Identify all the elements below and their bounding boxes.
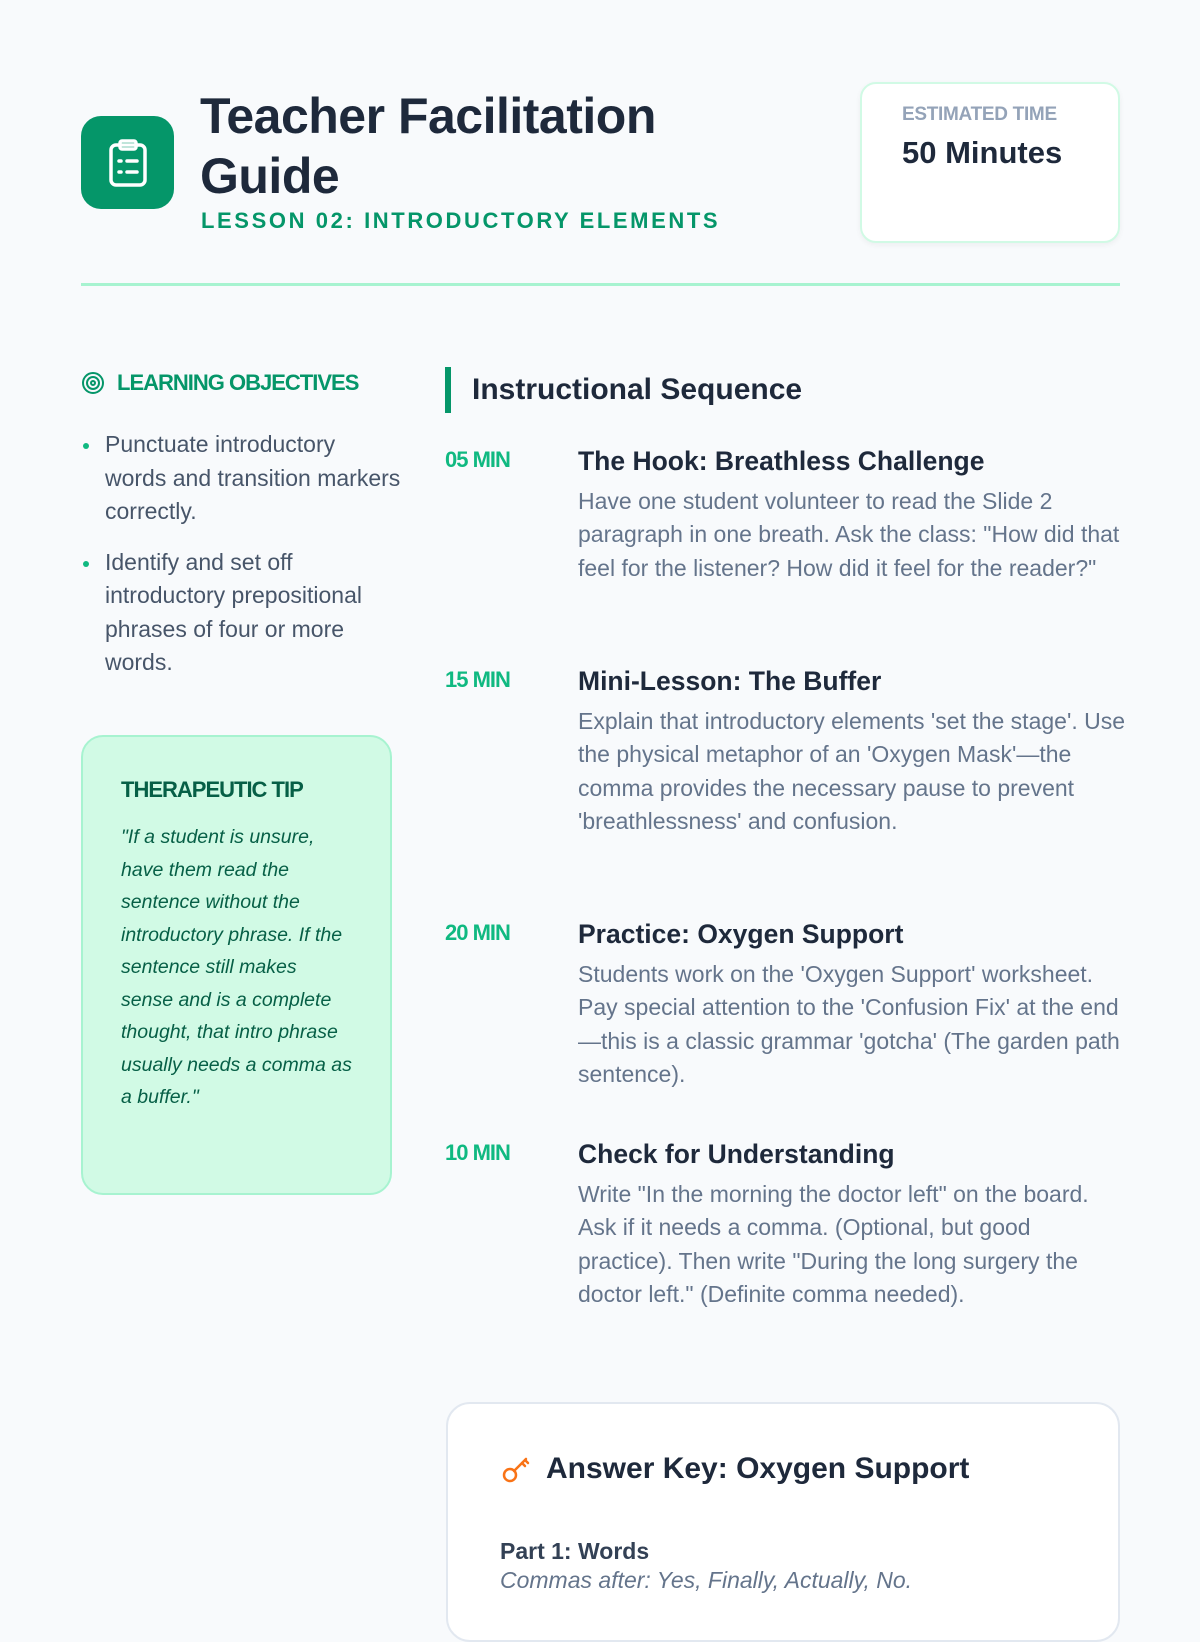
answer-key-card: Answer Key: Oxygen Support Part 1: Words… bbox=[446, 1402, 1120, 1642]
step-text: Have one student volunteer to read the S… bbox=[578, 488, 1120, 581]
clipboard-list-icon bbox=[81, 116, 174, 209]
step-time: 05 MIN bbox=[445, 447, 511, 472]
therapeutic-tip-card: THERAPEUTIC TIP "If a student is unsure,… bbox=[81, 735, 392, 1195]
step-time: 20 MIN bbox=[445, 920, 511, 945]
step-text: Explain that introductory elements 'set … bbox=[578, 708, 1126, 834]
sequence-heading: Instructional Sequence bbox=[445, 367, 802, 413]
step-time: 10 MIN bbox=[445, 1140, 511, 1165]
tip-body: "If a student is unsure, have them read … bbox=[121, 826, 352, 1108]
answer-part-text: Commas after: Yes, Finally, Actually, No… bbox=[500, 1567, 913, 1593]
answer-key-title: Answer Key: Oxygen Support bbox=[546, 1452, 970, 1485]
answer-part-title: Part 1: Words bbox=[500, 1538, 650, 1564]
answer-key-heading: Answer Key: Oxygen Support bbox=[500, 1452, 1066, 1486]
step-time: 15 MIN bbox=[445, 667, 511, 692]
objectives-heading-text: LEARNING OBJECTIVES bbox=[117, 370, 359, 395]
objectives-list: Punctuate introductory words and transit… bbox=[81, 428, 401, 697]
step-title: Mini-Lesson: The Buffer bbox=[578, 666, 882, 696]
time-value: 50 Minutes bbox=[902, 135, 1063, 170]
objective-item: Punctuate introductory words and transit… bbox=[81, 428, 401, 529]
tip-heading: THERAPEUTIC TIP bbox=[121, 777, 304, 802]
step-title: The Hook: Breathless Challenge bbox=[578, 446, 985, 476]
step-title: Practice: Oxygen Support bbox=[578, 919, 904, 949]
objective-item: Identify and set off introductory prepos… bbox=[81, 546, 401, 680]
page-title: Teacher Facilitation Guide bbox=[200, 88, 656, 204]
key-icon bbox=[502, 1457, 530, 1483]
header-divider bbox=[81, 283, 1120, 286]
step-title: Check for Understanding bbox=[578, 1139, 895, 1169]
estimated-time-card: ESTIMATED TIME 50 Minutes bbox=[860, 82, 1120, 243]
lesson-subtitle: LESSON 02: INTRODUCTORY ELEMENTS bbox=[201, 208, 721, 233]
objectives-heading: LEARNING OBJECTIVES bbox=[81, 370, 359, 396]
time-label: ESTIMATED TIME bbox=[902, 104, 1057, 125]
step-text: Write "In the morning the doctor left" o… bbox=[578, 1181, 1089, 1307]
step-text: Students work on the 'Oxygen Support' wo… bbox=[578, 961, 1120, 1087]
target-icon bbox=[82, 372, 104, 394]
